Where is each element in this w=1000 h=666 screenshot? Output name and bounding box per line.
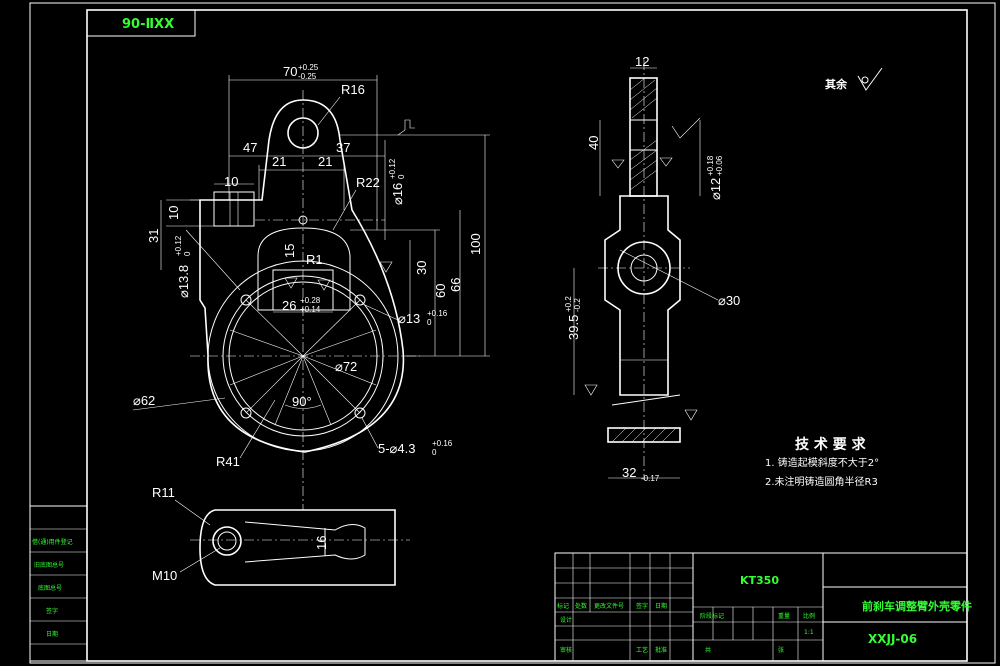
dim-31: 31 xyxy=(146,229,161,243)
left-strip-0: 借(通)用件登记 xyxy=(32,538,73,546)
dim-s39-5-tol-up: +0.2 xyxy=(564,296,573,312)
dim-100: 100 xyxy=(468,233,483,255)
top-code-text: 90-ⅡXX xyxy=(122,17,174,32)
review-label: 审核 xyxy=(560,646,572,654)
dim-d62: ⌀62 xyxy=(133,393,155,408)
dim-d13-8-tol-dn: 0 xyxy=(183,251,192,256)
surface-finish-label: 其余 xyxy=(825,77,848,91)
row-label-0: 标记 xyxy=(557,602,569,610)
dim-37: 37 xyxy=(336,140,350,155)
approve-label: 批准 xyxy=(655,646,667,654)
dim-holes: 5-⌀4.3 xyxy=(378,441,415,456)
dim-60: 60 xyxy=(433,284,448,298)
surface-finish-other: 其余 xyxy=(825,67,883,91)
dim-holes-tol-up: +0.16 xyxy=(432,439,453,448)
drawing-code-text: XXJJ-06 xyxy=(868,632,917,646)
dim-d13: ⌀13 xyxy=(398,311,420,326)
left-strip-3: 签字 xyxy=(46,607,58,615)
part-name-text: 前刹车调整臂外壳零件 xyxy=(862,599,972,613)
dim-s30d: ⌀30 xyxy=(718,293,740,308)
dim-r11: R11 xyxy=(152,485,175,500)
tech-item-1: 1. 铸造起模斜度不大于2° xyxy=(765,456,879,469)
left-strip-2: 底图总号 xyxy=(38,584,62,592)
dim-s39-5: 39.5 xyxy=(566,315,581,340)
dim-d16-tol-dn: 0 xyxy=(397,174,406,179)
design-label: 设计 xyxy=(560,616,572,624)
scale-label: 比例 xyxy=(803,612,815,620)
dim-d72: ⌀72 xyxy=(335,359,357,374)
dim-47: 47 xyxy=(243,140,257,155)
dim-90deg: 90° xyxy=(292,394,312,409)
dim-m10: M10 xyxy=(152,568,177,583)
dim-21a: 21 xyxy=(272,154,286,169)
dim-r22: R22 xyxy=(356,175,380,190)
title-block: KT350 前刹车调整臂外壳零件 XXJJ-06 标记 处数 更改文件号 签字 … xyxy=(554,552,972,662)
row-label-4: 日期 xyxy=(655,602,667,610)
dim-26-tol-dn: +0.14 xyxy=(300,305,321,314)
left-strip-table: 借(通)用件登记 旧底图总号 底图总号 签字 日期 xyxy=(29,505,88,662)
row-label-3: 签字 xyxy=(636,602,648,610)
dim-r1: R1 xyxy=(306,252,323,267)
tech-item-2: 2.未注明铸造圆角半径R3 xyxy=(765,475,878,488)
dim-s12d: ⌀12 xyxy=(708,178,723,200)
dim-s40: 40 xyxy=(586,136,601,150)
dim-s12d-tol-up: +0.18 xyxy=(706,155,715,176)
dim-10a: 10 xyxy=(224,174,238,189)
scale-value: 1:1 xyxy=(804,629,814,636)
craft-label: 工艺 xyxy=(636,646,648,654)
left-strip-4: 日期 xyxy=(46,630,58,638)
dim-30: 30 xyxy=(414,261,429,275)
technical-requirements: 技 术 要 求 1. 铸造起模斜度不大于2° 2.未注明铸造圆角半径R3 xyxy=(765,436,879,488)
dim-d16: ⌀16 xyxy=(390,183,405,205)
dim-16-bottom: 16 xyxy=(314,536,329,550)
dim-s12: 12 xyxy=(635,54,649,69)
material-text: KT350 xyxy=(740,574,779,587)
dim-70: 70 xyxy=(283,64,297,79)
dim-10b: 10 xyxy=(166,206,181,220)
dim-26-tol-up: +0.28 xyxy=(300,296,321,305)
row-label-2: 更改文件号 xyxy=(594,602,624,610)
dim-s32: 32 xyxy=(622,465,636,480)
bottom-view: R11 M10 16 xyxy=(152,485,410,586)
sheet-border xyxy=(29,2,996,664)
sheet-label: 共 xyxy=(705,646,711,654)
dim-d16-tol-up: +0.12 xyxy=(388,158,397,179)
left-strip-1: 旧底图总号 xyxy=(34,561,64,569)
dim-d13-tol-up: +0.16 xyxy=(427,309,448,318)
sheet-label2: 张 xyxy=(778,646,784,654)
dim-15: 15 xyxy=(282,244,297,258)
dim-26: 26 xyxy=(282,298,296,313)
dim-r16: R16 xyxy=(341,82,365,97)
front-view: 70 +0.25 -0.25 R16 47 37 21 21 R22 ⌀16 +… xyxy=(132,63,490,510)
drawing-frame xyxy=(86,9,968,662)
dim-70-tol-dn: -0.25 xyxy=(298,72,317,81)
dim-s39-5-tol-dn: -0.2 xyxy=(573,298,582,312)
dim-70-tol-up: +0.25 xyxy=(298,63,319,72)
dim-d13-8-tol-up: +0.12 xyxy=(174,235,183,256)
side-view: 12 40 ⌀12 +0.18 +0.06 ⌀30 39.5 +0.2 -0.2… xyxy=(564,54,740,483)
dim-66: 66 xyxy=(448,278,463,292)
dim-d13-8: ⌀13.8 xyxy=(176,265,191,298)
row-label-1: 处数 xyxy=(575,602,587,610)
weight-label: 重量 xyxy=(778,612,790,620)
dim-s32-tol: -0.17 xyxy=(641,474,660,483)
tech-heading: 技 术 要 求 xyxy=(795,436,867,453)
top-code-box: 90-ⅡXX xyxy=(86,9,196,37)
dim-r41: R41 xyxy=(216,454,240,469)
dim-holes-tol-dn: 0 xyxy=(432,448,437,457)
dim-21b: 21 xyxy=(318,154,332,169)
dim-d13-tol-dn: 0 xyxy=(427,318,432,327)
stage-label: 阶段标记 xyxy=(700,612,724,620)
dim-s12d-tol-dn: +0.06 xyxy=(715,155,724,176)
